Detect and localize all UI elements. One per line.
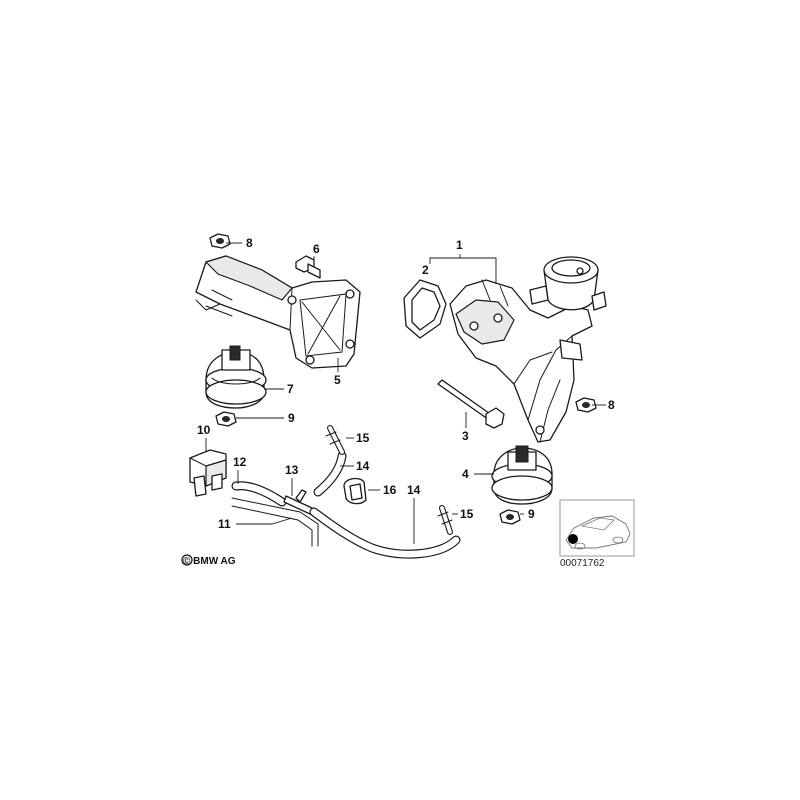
hose-clip-16[interactable]	[343, 477, 367, 505]
engine-support-bracket-right[interactable]	[449, 279, 593, 443]
callout-labels: 1 2 3 4 5 6 7 8 8 9 9 10 11 12 13 14 14 …	[197, 236, 615, 531]
hex-nut-8-left[interactable]	[209, 233, 231, 249]
callout-13: 13	[285, 463, 299, 477]
callout-3: 3	[462, 429, 469, 443]
vehicle-locator-thumbnail[interactable]	[559, 499, 635, 557]
vacuum-hose-12[interactable]	[231, 481, 287, 507]
engine-mount-7[interactable]	[205, 345, 267, 409]
callout-14-upper: 14	[356, 459, 370, 473]
callout-9-right: 9	[528, 507, 535, 521]
hex-nut-9-left[interactable]	[215, 411, 237, 427]
hex-nut-9-right[interactable]	[499, 509, 521, 525]
callout-2: 2	[422, 263, 429, 277]
car-thumbnail-icon	[565, 515, 631, 550]
hose-connector-15-upper[interactable]	[325, 425, 345, 455]
callout-6: 6	[313, 242, 320, 256]
copyright-mark: © BMW AG	[181, 554, 236, 567]
t-connector-13[interactable]	[283, 489, 313, 515]
hose-connector-15-lower[interactable]	[437, 505, 453, 535]
long-bolt-3[interactable]	[437, 379, 505, 429]
callout-11: 11	[218, 517, 231, 531]
callout-8-right: 8	[608, 398, 615, 412]
callout-4: 4	[462, 467, 469, 481]
oil-filter-housing[interactable]	[529, 256, 607, 311]
callout-8-left: 8	[246, 236, 253, 250]
callout-7: 7	[287, 382, 294, 396]
copyright-text: © BMW AG	[183, 556, 236, 567]
solenoid-valve-10[interactable]	[189, 449, 227, 497]
vacuum-hose-14-lower[interactable]	[309, 507, 461, 559]
callout-16: 16	[383, 483, 397, 497]
callout-15-lower: 15	[460, 507, 474, 521]
callout-14-lower: 14	[407, 483, 421, 497]
callout-15-upper: 15	[356, 431, 370, 445]
callout-5: 5	[334, 373, 341, 387]
hex-bolt-6[interactable]	[295, 255, 321, 279]
hex-nut-8-right[interactable]	[575, 397, 597, 413]
location-dot-icon	[568, 534, 578, 544]
engine-support-bracket-left[interactable]	[195, 255, 361, 369]
diagram-number: 00071762	[560, 558, 605, 569]
vacuum-hose-14-upper[interactable]	[313, 451, 347, 497]
leader-lines	[205, 242, 606, 544]
callout-9-left: 9	[288, 411, 295, 425]
vacuum-hose-11[interactable]	[231, 497, 319, 547]
callout-10: 10	[197, 423, 211, 437]
gasket-2[interactable]	[403, 279, 447, 339]
copyright-icon	[181, 554, 193, 566]
callout-1: 1	[456, 238, 463, 252]
callout-12: 12	[233, 455, 247, 469]
engine-mount-4[interactable]	[491, 445, 553, 505]
